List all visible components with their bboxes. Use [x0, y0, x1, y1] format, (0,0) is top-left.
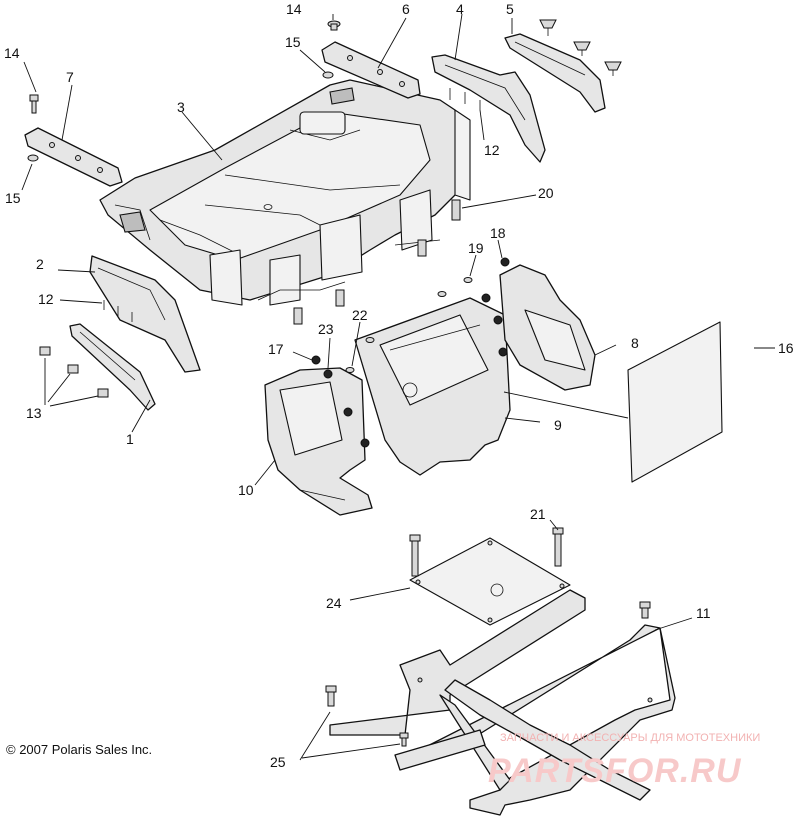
- callout-14-left: 14: [4, 45, 20, 61]
- callout-labels: 14 7 15 3 14 15 6 4 5 12 20 2 12 13 1 17…: [4, 1, 794, 770]
- bolts-and-fasteners: [27, 20, 651, 747]
- callout-14-top: 14: [286, 1, 302, 17]
- callout-21: 21: [530, 506, 546, 522]
- callout-11: 11: [696, 605, 711, 621]
- storage-bin-part-8: [499, 264, 596, 391]
- side-panel-part-4: [431, 54, 546, 163]
- watermark-brand: PARTSFOR.RU: [488, 752, 742, 790]
- callout-15-top: 15: [285, 34, 301, 50]
- callout-23: 23: [318, 321, 334, 337]
- callout-15-left: 15: [5, 190, 21, 206]
- storage-bin-part-10: [264, 367, 373, 516]
- callout-24: 24: [326, 595, 342, 611]
- callout-22: 22: [352, 307, 368, 323]
- cargo-box-part-3: [99, 79, 471, 306]
- subframe-part-11: [329, 589, 676, 816]
- trim-panel-part-5: [504, 33, 606, 113]
- leader-lines: [21, 13, 775, 761]
- side-panel-part-2: [89, 255, 201, 373]
- callout-12-left: 12: [38, 291, 54, 307]
- callout-17: 17: [268, 341, 284, 357]
- mounting-plate-part-24: [409, 537, 571, 626]
- callout-4: 4: [456, 1, 464, 17]
- callout-13: 13: [26, 405, 42, 421]
- trim-panel-part-1: [69, 323, 156, 411]
- callout-3: 3: [177, 99, 185, 115]
- callout-5: 5: [506, 1, 514, 17]
- floor-mat-part-16: [627, 321, 723, 483]
- callout-7: 7: [66, 69, 74, 85]
- callout-25: 25: [270, 754, 286, 770]
- push-fastener-group: [539, 19, 622, 76]
- callout-2: 2: [36, 256, 44, 272]
- watermark-tagline: ЗАПЧАСТИ И АКСЕССУАРЫ ДЛЯ МОТОТЕХНИКИ: [500, 732, 760, 744]
- callout-10: 10: [238, 482, 254, 498]
- callout-6: 6: [402, 1, 410, 17]
- rail-bracket-part-7: [24, 127, 123, 187]
- callout-18: 18: [490, 225, 506, 241]
- center-panel-part-9: [354, 297, 511, 476]
- callout-1: 1: [126, 431, 134, 447]
- callout-8: 8: [631, 335, 639, 351]
- callout-12-right: 12: [484, 142, 500, 158]
- upper-bracket-part-6: [321, 41, 421, 99]
- watermark: ЗАПЧАСТИ И АКСЕССУАРЫ ДЛЯ МОТОТЕХНИКИ PA…: [488, 732, 760, 790]
- callout-9: 9: [554, 417, 562, 433]
- callout-20: 20: [538, 185, 554, 201]
- callout-16: 16: [778, 340, 794, 356]
- copyright-notice: © 2007 Polaris Sales Inc.: [6, 742, 152, 757]
- callout-19: 19: [468, 240, 484, 256]
